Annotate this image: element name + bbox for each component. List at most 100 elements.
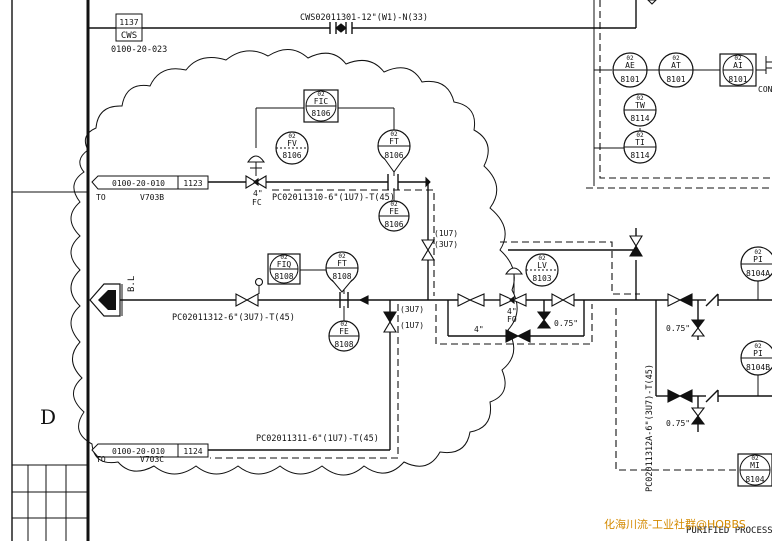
svg-text:02: 02 bbox=[288, 133, 296, 140]
svg-text:02: 02 bbox=[734, 55, 742, 62]
bypass-size: 4" bbox=[474, 325, 484, 334]
cws-code: 1137 bbox=[119, 18, 138, 27]
offpage-dest: V703C bbox=[140, 455, 164, 464]
offpage-ref: 0100-20-010 bbox=[112, 179, 165, 188]
offpage-ref: 0100-20-010 bbox=[112, 447, 165, 456]
svg-text:02: 02 bbox=[626, 55, 634, 62]
line-label-1311: PC02011311-6"(1U7)-T(45) bbox=[256, 434, 379, 444]
svg-text:02: 02 bbox=[754, 249, 762, 256]
fv-size: 4" bbox=[253, 189, 263, 198]
watermark: 化海川流-工业社群@HOBBS bbox=[604, 517, 746, 531]
svg-text:MI: MI bbox=[750, 461, 760, 470]
svg-text:AT: AT bbox=[671, 61, 681, 70]
instrument-ai-8101[interactable]: 02 AI 8101 bbox=[719, 53, 757, 87]
svg-text:8101: 8101 bbox=[728, 75, 747, 84]
svg-text:FT: FT bbox=[337, 259, 347, 268]
svg-text:8106: 8106 bbox=[384, 151, 403, 160]
instrument-mi-8104[interactable]: 02 MI 8104 bbox=[737, 453, 772, 487]
svg-text:8104: 8104 bbox=[745, 475, 764, 484]
svg-text:PI: PI bbox=[753, 349, 763, 358]
svg-text:02: 02 bbox=[672, 55, 680, 62]
svg-text:8104A: 8104A bbox=[746, 269, 770, 278]
svg-text:02: 02 bbox=[538, 255, 546, 262]
svg-text:02: 02 bbox=[751, 455, 759, 462]
svg-text:8108: 8108 bbox=[274, 272, 293, 281]
instrument-fic-8106[interactable]: 02 FIC 8106 bbox=[303, 89, 339, 123]
valves bbox=[235, 155, 719, 425]
svg-text:8114: 8114 bbox=[630, 114, 649, 123]
instrument-ft-8106[interactable]: 02 FT 8106 bbox=[377, 129, 411, 173]
svg-text:8106: 8106 bbox=[311, 109, 330, 118]
battery-limit: B.L bbox=[89, 276, 137, 317]
lv-size: 4" bbox=[507, 307, 517, 316]
svg-text:02: 02 bbox=[636, 95, 644, 102]
svg-text:02: 02 bbox=[390, 131, 398, 138]
drain-size-pib: 0.75" bbox=[666, 419, 690, 428]
instrument-at-8101[interactable]: 02 AT 8101 bbox=[658, 52, 694, 88]
svg-text:FE: FE bbox=[339, 327, 349, 336]
drawing-frame: D bbox=[11, 0, 90, 541]
svg-text:FIQ: FIQ bbox=[277, 260, 292, 269]
svg-text:FIC: FIC bbox=[314, 97, 329, 106]
svg-text:8106: 8106 bbox=[282, 151, 301, 160]
instrument-fv-8106[interactable]: 02 FV 8106 bbox=[275, 131, 309, 165]
svg-text:8103: 8103 bbox=[532, 274, 551, 283]
offpage-to: TO bbox=[96, 455, 106, 464]
cws-line-group: 1137 CWS 0100-20-023 CWS02011301-12"(W1)… bbox=[88, 0, 657, 55]
line-label-1312: PC02011312-6"(3U7)-T(45) bbox=[172, 313, 295, 323]
line-labels: PC02011310-6"(1U7)-T(45) PC02011312-6"(3… bbox=[172, 193, 655, 492]
svg-text:8114: 8114 bbox=[630, 151, 649, 160]
svg-text:PI: PI bbox=[753, 255, 763, 264]
cws-ref: 0100-20-023 bbox=[111, 45, 167, 55]
instrument-lv-8103[interactable]: 02 LV 8103 bbox=[525, 253, 559, 287]
svg-text:8108: 8108 bbox=[334, 340, 353, 349]
purified-process-partial: PURIFIED PROCESS bbox=[686, 526, 772, 536]
offpage-connector-v703b[interactable]: 0100-20-010 1123 TO V703B bbox=[91, 175, 209, 202]
spec-break-3u7-b: (3U7) bbox=[400, 305, 424, 314]
instrument-ae-8101[interactable]: 02 AE 8101 bbox=[612, 52, 648, 88]
svg-text:TI: TI bbox=[635, 138, 645, 147]
instrument-fe-8108[interactable]: 02 FE 8108 bbox=[328, 320, 360, 352]
instrument-ft-8108[interactable]: 02 FT 8108 bbox=[325, 251, 359, 293]
svg-text:8106: 8106 bbox=[384, 220, 403, 229]
offpage-num: 1123 bbox=[183, 179, 202, 188]
offpage-to: TO bbox=[96, 193, 106, 202]
svg-text:02: 02 bbox=[390, 201, 398, 208]
offpage-num: 1124 bbox=[183, 447, 202, 456]
svg-text:FT: FT bbox=[389, 137, 399, 146]
svg-text:02: 02 bbox=[636, 132, 644, 139]
spec-break-1u7-b: (1U7) bbox=[400, 321, 424, 330]
drain-size-pia: 0.75" bbox=[666, 324, 690, 333]
svg-text:8101: 8101 bbox=[666, 75, 685, 84]
svg-text:8108: 8108 bbox=[332, 272, 351, 281]
offpage-dest: V703B bbox=[140, 193, 164, 202]
instrument-tw-8114[interactable]: 02 TW 8114 bbox=[623, 93, 657, 127]
cws-label: CWS bbox=[121, 31, 137, 41]
svg-text:02: 02 bbox=[338, 253, 346, 260]
instrument-pi-8104b[interactable]: 02 PI 8104B bbox=[740, 340, 772, 376]
notes: (1U7) (3U7) (3U7) (1U7) 4" FC 4" FO 4" 0… bbox=[252, 189, 772, 536]
fv-fail-position: FC bbox=[252, 198, 262, 207]
battery-limit-label: B.L bbox=[127, 276, 137, 292]
svg-text:02: 02 bbox=[754, 343, 762, 350]
offpage-connector-v703c[interactable]: 0100-20-010 1124 TO V703C bbox=[91, 443, 209, 464]
instrument-ti-8114[interactable]: 02 TI 8114 bbox=[623, 130, 657, 164]
con-partial-label: CON bbox=[758, 85, 772, 94]
lv-fail-position: FO bbox=[507, 315, 517, 324]
cws-line-label: CWS02011301-12"(W1)-N(33) bbox=[300, 13, 428, 23]
zone-letter: D bbox=[40, 405, 56, 429]
svg-text:02: 02 bbox=[280, 254, 288, 261]
line-label-1310: PC02011310-6"(1U7)-T(45) bbox=[272, 193, 395, 203]
instrument-pi-8104a[interactable]: 02 PI 8104A bbox=[740, 246, 772, 282]
svg-text:8101: 8101 bbox=[620, 75, 639, 84]
spec-break-3u7-a: (3U7) bbox=[434, 240, 458, 249]
signal-lines bbox=[255, 0, 772, 322]
dashed-boundaries bbox=[210, 0, 772, 471]
drain-size-lv: 0.75" bbox=[554, 319, 578, 328]
spec-break-1u7-a: (1U7) bbox=[434, 229, 458, 238]
instrument-fiq-8108[interactable]: 02 FIQ 8108 bbox=[267, 253, 301, 285]
svg-text:AI: AI bbox=[733, 61, 743, 70]
svg-text:8104B: 8104B bbox=[746, 363, 770, 372]
instrument-fe-8106[interactable]: 02 FE 8106 bbox=[378, 200, 410, 232]
